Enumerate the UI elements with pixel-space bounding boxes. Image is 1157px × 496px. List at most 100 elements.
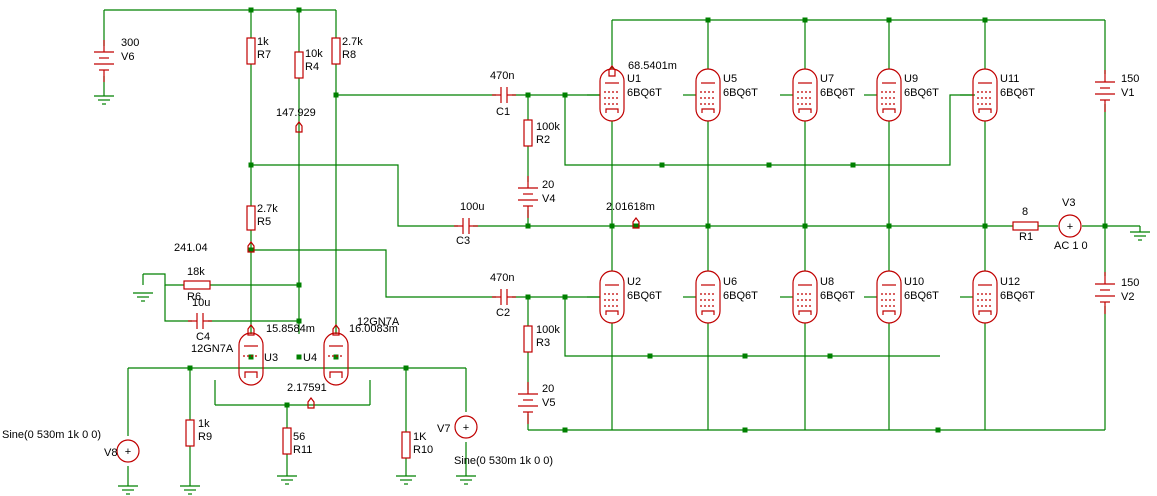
tube-model-u6: 6BQ6T (723, 290, 758, 302)
tube-model-u2: 6BQ6T (627, 290, 662, 302)
junction-dot-7 (525, 92, 531, 98)
tube-name-u1: U1 (627, 73, 641, 85)
resistor-r6 (183, 280, 211, 290)
tube-name-u7: U7 (820, 73, 834, 85)
source-value-v2: 150 (1121, 277, 1139, 289)
probe-label-u4_grid: 16.0083m (349, 323, 398, 335)
junction-dot-33 (403, 365, 409, 371)
resistor-name-r8: R8 (342, 49, 356, 61)
resistor-name-r9: R9 (198, 431, 212, 443)
junction-dot-21 (525, 294, 531, 300)
probe-label-tail: 2.17591 (287, 382, 327, 394)
junction-dot-37 (333, 354, 339, 360)
resistor-r1 (1012, 221, 1039, 231)
capacitor-value-c1: 470n (490, 70, 514, 82)
resistor-r11 (282, 427, 292, 455)
tube-model-u11: 6BQ6T (1000, 87, 1035, 99)
junction-dot-10 (609, 223, 615, 229)
capacitor-c1 (492, 87, 516, 103)
tube-u1 (599, 68, 625, 122)
probe-label-cathode_node: 241.04 (174, 242, 208, 254)
capacitor-name-c4: C4 (196, 331, 210, 343)
ground-symbol-0 (94, 95, 114, 105)
junction-dot-19 (886, 17, 892, 23)
tube-u8 (792, 270, 818, 324)
ground-symbol-6 (396, 475, 416, 485)
tube-model-u5: 6BQ6T (723, 87, 758, 99)
ground-symbol-2 (1130, 231, 1150, 241)
junction-dot-32 (187, 365, 193, 371)
tube-u12 (972, 270, 998, 324)
resistor-value-r9: 1k (198, 418, 210, 430)
tube-u5 (695, 68, 721, 122)
source-v7: + (454, 415, 478, 439)
capacitor-c2 (492, 289, 516, 305)
resistor-value-r4: 10k (305, 48, 323, 60)
tube-u11 (972, 68, 998, 122)
junction-dot-5 (248, 247, 254, 253)
probe-label-u1_grid: 68.5401m (628, 60, 677, 72)
probe-label-upper_plate: 147.929 (276, 107, 316, 119)
junction-dot-8 (562, 92, 568, 98)
tube-model-u10: 6BQ6T (904, 290, 939, 302)
tube-name-u12: U12 (1000, 276, 1020, 288)
tube-name-u5: U5 (723, 73, 737, 85)
tube-model-u12: 6BQ6T (1000, 290, 1035, 302)
junction-dot-22 (562, 294, 568, 300)
resistor-name-r5: R5 (257, 216, 271, 228)
junction-dot-6 (333, 92, 339, 98)
probe-label-output_node: 2.01618m (606, 201, 655, 213)
tube-name-u9: U9 (904, 73, 918, 85)
resistor-name-r3: R3 (536, 337, 550, 349)
junction-dot-18 (802, 17, 808, 23)
resistor-name-r11: R11 (293, 444, 312, 456)
junction-dot-29 (562, 427, 568, 433)
junction-dot-26 (647, 353, 653, 359)
source-v5 (518, 382, 538, 424)
tube-u2 (599, 270, 625, 324)
source-value-v3: AC 1 0 (1054, 240, 1088, 252)
capacitor-value-c4: 10u (192, 297, 210, 309)
probe-upper_plate (295, 121, 303, 133)
source-polarity-v8: + (125, 446, 131, 458)
junction-dot-34 (284, 402, 290, 408)
tube-u9 (876, 68, 902, 122)
junction-dot-1 (296, 7, 302, 13)
probe-tail (307, 397, 315, 409)
source-polarity-v7: + (463, 422, 469, 434)
source-name-v7: V7 (437, 423, 450, 435)
wires (103, 9, 1141, 486)
resistor-r7 (246, 37, 256, 65)
resistor-name-r10: R10 (413, 444, 433, 456)
junction-dot-3 (296, 282, 302, 288)
source-v3: + (1058, 214, 1082, 238)
source-v8: + (116, 439, 140, 463)
resistor-value-r1: 8 (1022, 206, 1028, 218)
probe-label-u3_grid: 15.8584m (266, 323, 315, 335)
tube-model-u1: 6BQ6T (627, 87, 662, 99)
resistor-value-r11: 56 (293, 431, 305, 443)
tube-model-u3: 12GN7A (191, 343, 234, 355)
tube-name-u4: U4 (303, 352, 317, 364)
junction-dot-11 (633, 223, 639, 229)
tube-u10 (876, 270, 902, 324)
ground-symbol-1 (133, 292, 153, 302)
capacitor-name-c2: C2 (496, 307, 510, 319)
tube-u4 (323, 332, 349, 386)
junction-dot-13 (802, 223, 808, 229)
tube-u3 (238, 332, 264, 386)
resistor-value-r10: 1K (413, 431, 427, 443)
tube-model-u8: 6BQ6T (820, 290, 855, 302)
source-name-v6: V6 (121, 51, 134, 63)
junction-dot-23 (659, 162, 665, 168)
resistor-value-r2: 100k (536, 121, 560, 133)
tube-name-u6: U6 (723, 276, 737, 288)
resistor-r9 (185, 419, 195, 447)
resistor-value-r7: 1k (257, 36, 269, 48)
junction-dot-35 (248, 354, 254, 360)
source-v6 (94, 40, 114, 82)
junction-dot-2 (248, 162, 254, 168)
source-value-v8: Sine(0 530m 1k 0 0) (2, 429, 101, 441)
